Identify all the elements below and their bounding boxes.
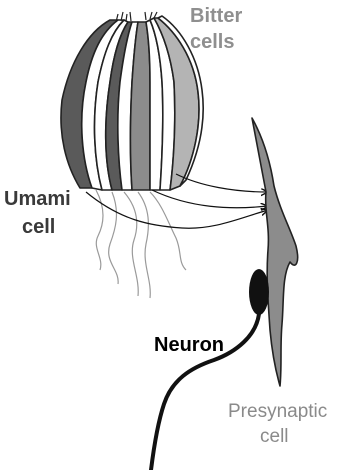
presynaptic-cell-label-line1: Presynaptic xyxy=(228,401,327,422)
neuron-soma xyxy=(249,269,269,315)
nerve-fibers xyxy=(96,190,186,298)
bitter-to-presynaptic-arrow xyxy=(176,174,268,192)
umami-cell-label-line2: cell xyxy=(22,216,55,238)
neuron-label: Neuron xyxy=(154,334,224,356)
umami-cell-label-line1: Umami xyxy=(4,188,71,210)
neuron xyxy=(151,269,269,470)
cell-to-presynaptic-arrow xyxy=(152,190,268,208)
taste-bud xyxy=(61,16,203,190)
presynaptic-cell xyxy=(252,118,298,386)
presynaptic-cell-label-line2: cell xyxy=(260,426,289,447)
bitter-cells-label-line2: cells xyxy=(190,31,234,53)
bitter-cells-label-line1: Bitter xyxy=(190,5,242,27)
